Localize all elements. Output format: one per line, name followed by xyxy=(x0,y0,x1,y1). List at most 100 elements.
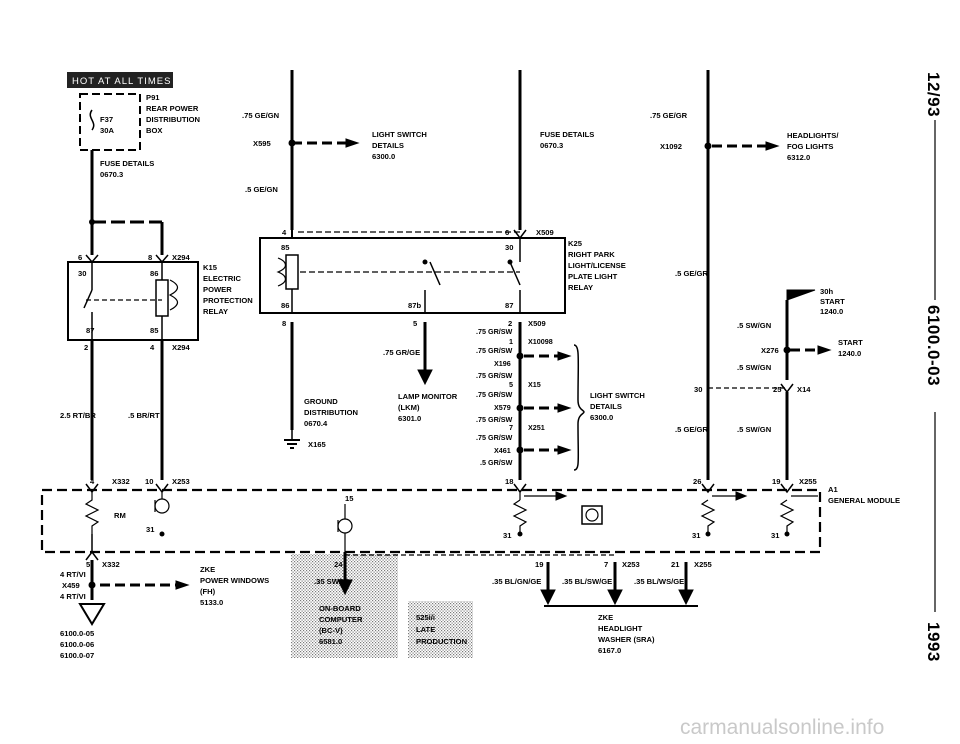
label-obc2: COMPUTER xyxy=(319,615,363,624)
label-x332: X332 xyxy=(112,477,130,486)
label-hw1: ZKE xyxy=(598,613,613,622)
label-x509: X509 xyxy=(536,228,554,237)
label-w9: .75 GR/SW xyxy=(476,327,513,336)
label-q30: 30 xyxy=(505,243,513,252)
label-w6: .5 SW/GN xyxy=(737,363,771,372)
label-w15: .5 GR/SW xyxy=(480,458,513,467)
label-c19: 19 xyxy=(772,477,780,486)
label-p85: 85 xyxy=(150,326,159,335)
label-zke4: 5133.0 xyxy=(200,598,223,607)
label-hw4: 6167.0 xyxy=(598,646,621,655)
label-gd3: 0670.4 xyxy=(304,419,328,428)
label-ls1c: 6300.0 xyxy=(372,152,395,161)
label-w20: 4 RT/VI xyxy=(60,592,86,601)
label-w10: .75 GR/SW xyxy=(476,346,513,355)
label-w11: .75 GR/SW xyxy=(476,371,513,380)
label-q86: 86 xyxy=(281,301,289,310)
label-w4: .5 GE/GR xyxy=(675,269,708,278)
label-q5: 5 xyxy=(413,319,418,328)
label-hl2: FOG LIGHTS xyxy=(787,142,833,151)
label-x253b: X253 xyxy=(622,560,640,569)
label-late3: PRODUCTION xyxy=(416,637,467,646)
label-x1092: X1092 xyxy=(660,142,682,151)
label-rm: RM xyxy=(114,511,126,520)
label-c18: 18 xyxy=(505,477,513,486)
label-c26: 26 xyxy=(693,477,701,486)
label-p4: 4 xyxy=(150,343,155,352)
label-n31b: 31 xyxy=(503,531,512,540)
label-k15c: POWER xyxy=(203,285,232,294)
label-q30b: 30 xyxy=(694,385,702,394)
label-fd2b: 0670.3 xyxy=(540,141,563,150)
hot-banner-box xyxy=(67,72,173,88)
label-q25: 25 xyxy=(773,385,782,394)
label-k15b: ELECTRIC xyxy=(203,274,241,283)
label-x459: X459 xyxy=(62,581,80,590)
label-x509b: X509 xyxy=(528,319,546,328)
label-ref3: 6100.0-07 xyxy=(60,651,94,660)
label-w14: .75 GR/SW xyxy=(476,433,513,442)
label-start4: START xyxy=(838,338,863,347)
label-fd1: FUSE DETAILS xyxy=(100,159,154,168)
label-w1: .75 GE/GN xyxy=(242,111,279,120)
label-ref1: 6100.0-05 xyxy=(60,629,95,638)
label-c10: 10 xyxy=(145,477,153,486)
label-w17: 2.5 RT/BR xyxy=(60,411,96,420)
label-hl3: 6312.0 xyxy=(787,153,810,162)
label-w8: .5 SW/GN xyxy=(737,425,771,434)
label-start2: START xyxy=(820,297,845,306)
label-a1b: GENERAL MODULE xyxy=(828,496,900,505)
label-obc4: 6581.0 xyxy=(319,637,342,646)
watermark: carmanualsonline.info xyxy=(680,716,884,739)
label-w18: .5 BR/RT xyxy=(128,411,160,420)
label-a1a: A1 xyxy=(828,485,838,494)
label-obc1: ON-BOARD xyxy=(319,604,361,613)
label-w21: .35 SW/VI xyxy=(314,577,348,586)
label-x14: X14 xyxy=(797,385,811,394)
label-f37: F37 xyxy=(100,115,113,124)
label-k25b: RIGHT PARK xyxy=(568,250,615,259)
label-q87b: 87b xyxy=(408,301,421,310)
label-p6: 6 xyxy=(78,253,82,262)
label-p2: 2 xyxy=(84,343,88,352)
label-x196: X196 xyxy=(494,359,511,368)
label-w19: 4 RT/VI xyxy=(60,570,86,579)
side-date: 12/93 xyxy=(924,72,943,117)
label-q1: 1 xyxy=(509,337,513,346)
label-lm2: (LKM) xyxy=(398,403,420,412)
label-x461: X461 xyxy=(494,446,511,455)
label-obc3: (BC-V) xyxy=(319,626,343,635)
label-w2: .5 GE/GN xyxy=(245,185,278,194)
label-p30: 30 xyxy=(78,269,86,278)
label-k25a: K25 xyxy=(568,239,583,248)
label-k25e: RELAY xyxy=(568,283,593,292)
label-start1: 30h xyxy=(820,287,833,296)
label-gd2: DISTRIBUTION xyxy=(304,408,358,417)
label-n31c: 31 xyxy=(692,531,701,540)
label-q5b: 5 xyxy=(509,380,513,389)
label-n15: 15 xyxy=(345,494,354,503)
label-k15e: RELAY xyxy=(203,307,228,316)
label-q4: 4 xyxy=(282,228,287,237)
label-x165: X165 xyxy=(308,440,327,449)
side-page-number: 6100.0-03 xyxy=(924,305,943,386)
label-g24: 24 xyxy=(334,560,343,569)
label-hw2: HEADLIGHT xyxy=(598,624,643,633)
label-hw3: WASHER (SRA) xyxy=(598,635,655,644)
label-fd2: FUSE DETAILS xyxy=(540,130,594,139)
label-w23: .35 BL/SW/GE xyxy=(562,577,612,586)
label-late2: LATE xyxy=(416,625,435,634)
label-w13: .75 GR/SW xyxy=(476,415,513,424)
label-lm1: LAMP MONITOR xyxy=(398,392,458,401)
label-q7: 7 xyxy=(509,423,513,432)
label-ref2: 6100.0-06 xyxy=(60,640,94,649)
label-x595: X595 xyxy=(253,139,272,148)
label-hl1: HEADLIGHTS/ xyxy=(787,131,839,140)
connector-dots xyxy=(88,139,791,589)
label-d19: 19 xyxy=(535,560,543,569)
label-q87: 87 xyxy=(505,301,513,310)
label-zke2: POWER WINDOWS xyxy=(200,576,269,585)
label-x255: X255 xyxy=(799,477,818,486)
label-d7: 7 xyxy=(604,560,608,569)
